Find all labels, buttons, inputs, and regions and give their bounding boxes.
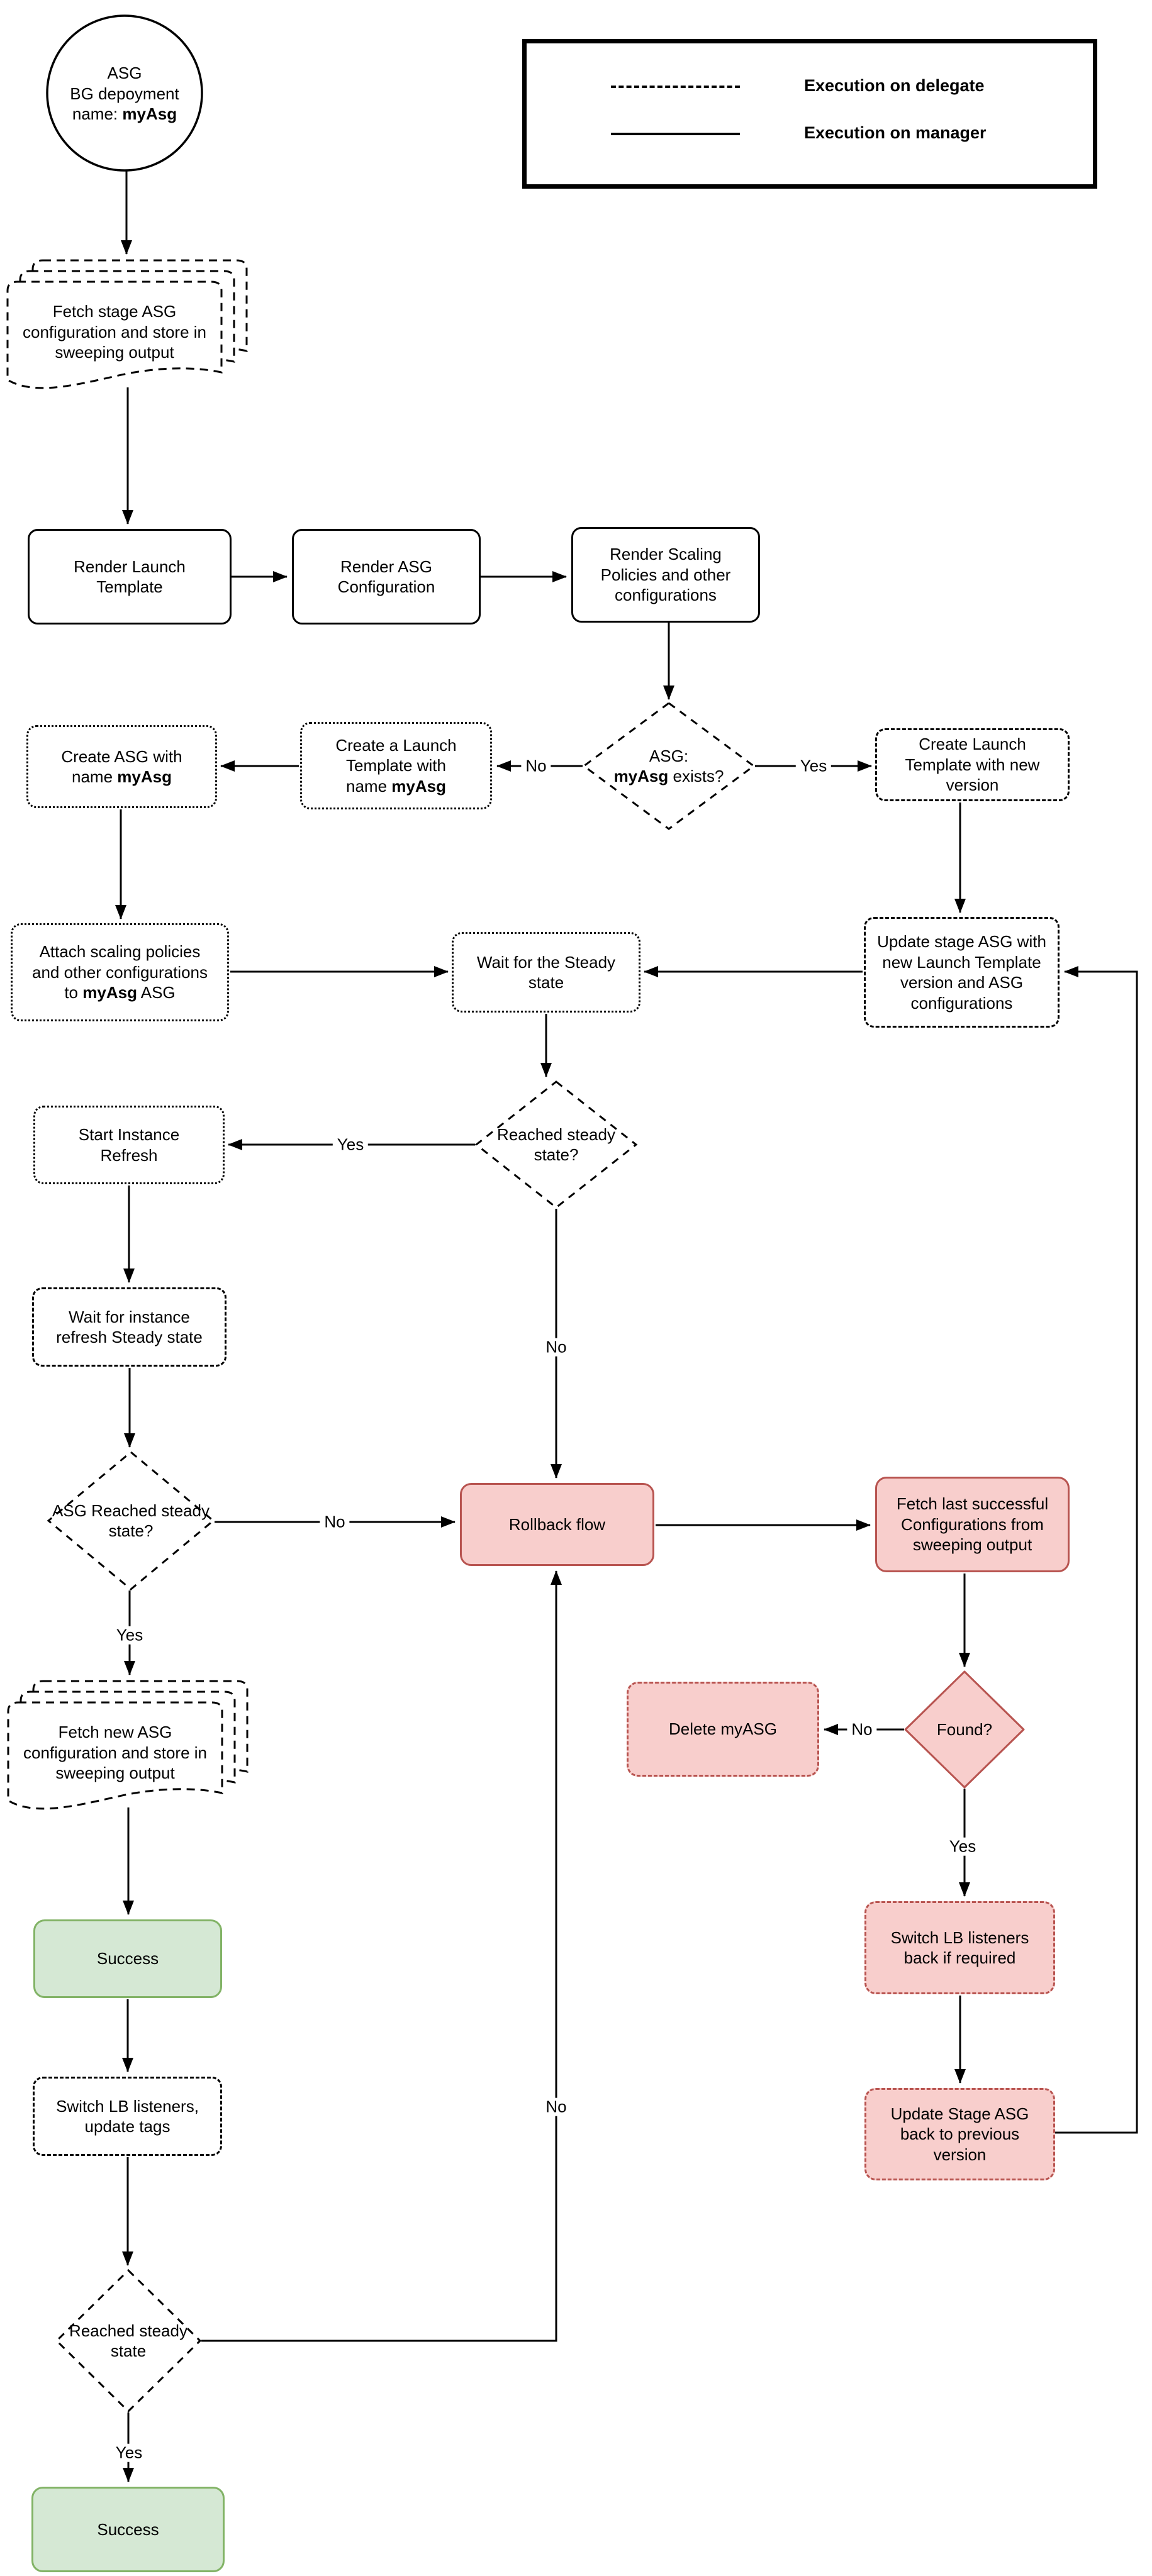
reached-steady-diamond-shape (474, 1080, 638, 1209)
asg-exists-diamond-shape (582, 702, 756, 830)
fetch-last-node: Fetch last successful Configurations fro… (875, 1477, 1070, 1572)
edge-label-no-found: No (847, 1721, 877, 1739)
fetch-stage-doc-shape (6, 259, 248, 389)
asg-reached-diamond-label: ASG Reached steady state? (52, 1501, 210, 1541)
edge-reached-final-no (201, 1570, 562, 2342)
start-circle-label: ASG BG depoyment name: myAsg (70, 64, 179, 124)
success-top-node: Success (33, 1919, 222, 1998)
edge-label-yes-asg-reached: Yes (111, 1626, 148, 1645)
edge-label-no-reached-final: No (541, 2098, 571, 2116)
create-launch-named-node: Create a Launch Template with name myAsg (300, 722, 492, 809)
edge-label-yes-reached-final: Yes (111, 2444, 147, 2462)
wait-refresh-node: Wait for instance refresh Steady state (32, 1287, 226, 1367)
legend-manager-label: Execution on manager (804, 123, 987, 142)
reached-steady-final-diamond-label: Reached steady state (69, 2321, 187, 2361)
start-refresh-node: Start Instance Refresh (33, 1106, 225, 1184)
edge-label-yes-reached-steady: Yes (332, 1136, 369, 1154)
rollback-node: Rollback flow (460, 1483, 654, 1566)
create-asg-node: Create ASG with name myAsg (26, 725, 217, 808)
delete-asg-node: Delete myASG (627, 1682, 819, 1777)
edge-label-no-asg-exists: No (521, 757, 551, 775)
update-stage-node: Update stage ASG with new Launch Templat… (864, 917, 1060, 1028)
start-circle-shape (46, 14, 203, 172)
attach-policies-node: Attach scaling policies and other config… (11, 923, 229, 1021)
edge-label-no-reached-steady: No (541, 1338, 571, 1357)
edge-update-back-feedback (1055, 966, 1138, 2134)
legend: Execution on delegate Execution on manag… (522, 39, 1097, 189)
fetch-stage-node: Fetch stage ASG configuration and store … (23, 302, 206, 362)
edge-label-yes-asg-exists: Yes (795, 757, 832, 775)
fetch-new-doc-shape (7, 1680, 249, 1810)
edge-label-yes-found: Yes (944, 1838, 981, 1856)
wait-steady-node: Wait for the Steady state (452, 932, 640, 1013)
legend-dashed-line-sample (611, 86, 740, 88)
fetch-new-node: Fetch new ASG configuration and store in… (23, 1723, 207, 1783)
found-diamond-label: Found? (936, 1719, 993, 1739)
create-launch-new-node: Create Launch Template with new version (875, 728, 1070, 801)
success-final-node: Success (31, 2487, 225, 2572)
asg-exists-diamond-label: ASG: myAsg exists? (613, 746, 724, 786)
render-asg-node: Render ASG Configuration (292, 529, 481, 625)
found-diamond-shape (904, 1670, 1025, 1789)
render-launch-node: Render Launch Template (28, 529, 232, 625)
edge-label-no-asg-reached: No (320, 1513, 350, 1531)
asg-reached-diamond-shape (47, 1451, 215, 1591)
legend-solid-line-sample (611, 133, 740, 135)
reached-steady-diamond-label: Reached steady state? (497, 1124, 615, 1165)
reached-steady-final-diamond-shape (55, 2268, 202, 2413)
render-scaling-node: Render Scaling Policies and other config… (571, 527, 760, 623)
switch-lb-node: Switch LB listeners, update tags (33, 2077, 222, 2156)
switch-back-node: Switch LB listeners back if required (864, 1901, 1055, 1994)
legend-delegate-label: Execution on delegate (804, 76, 985, 95)
update-back-node: Update Stage ASG back to previous versio… (864, 2088, 1055, 2180)
